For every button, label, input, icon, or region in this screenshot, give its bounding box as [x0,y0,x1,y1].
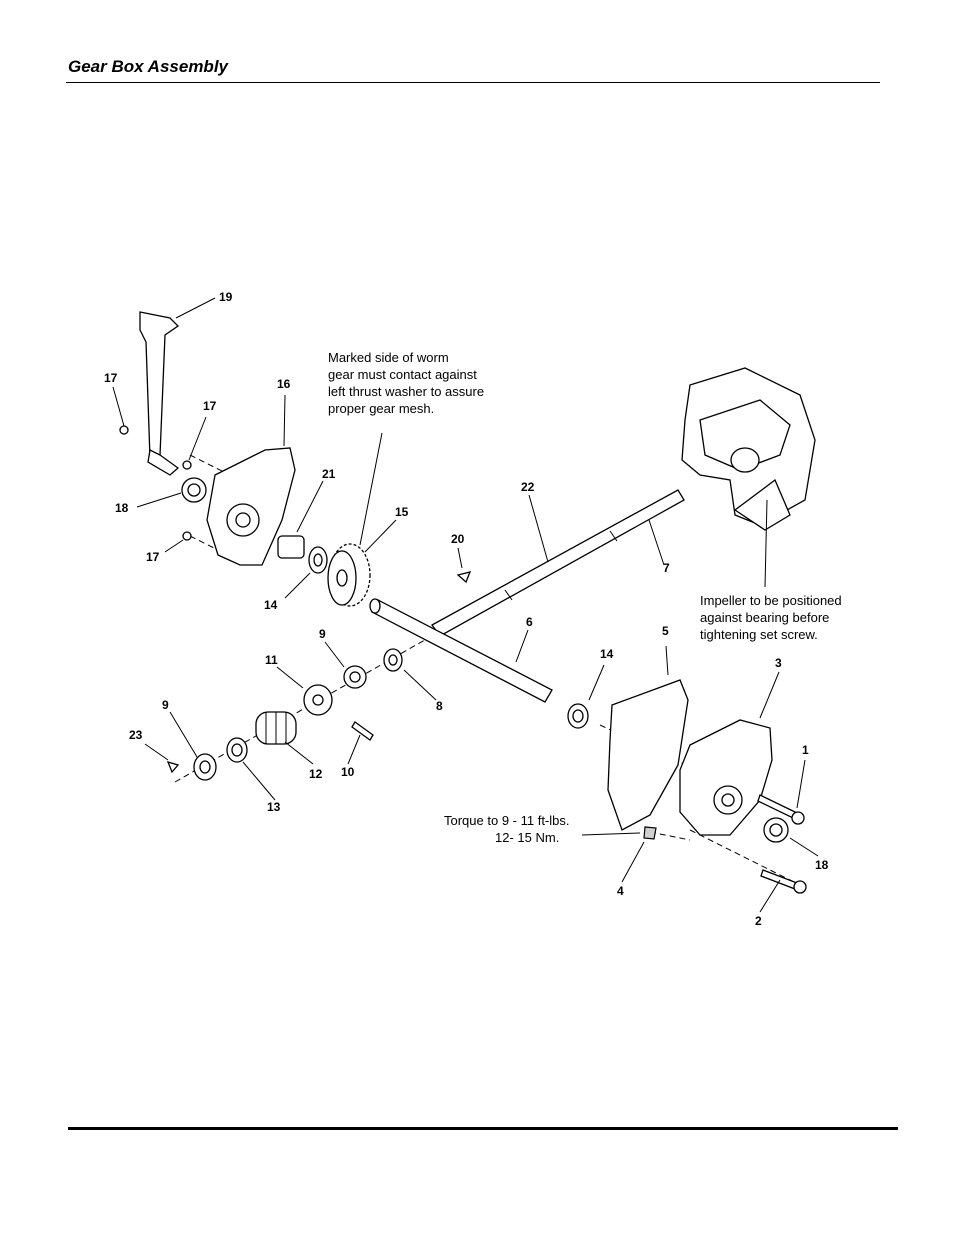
svg-text:gear must contact against: gear must contact against [328,367,477,382]
svg-text:Impeller to be positioned: Impeller to be positioned [700,593,842,608]
callout-12: 12 [309,767,323,781]
nut-icon [182,531,192,541]
bearing-left [181,477,207,503]
worm-gear [327,543,371,607]
note-torque: Torque to 9 - 11 ft-lbs. 12- 15 Nm. [444,813,570,845]
thrust-washer-right [567,703,589,729]
shift-bracket [139,311,180,476]
callout-14: 14 [600,647,614,661]
callout-7: 7 [663,561,670,575]
callout-21: 21 [322,467,336,481]
woodruff-key [166,760,180,774]
callout-23: 23 [129,728,143,742]
callout-17: 17 [146,550,160,564]
impeller-shaft [431,489,685,637]
callout-9: 9 [162,698,169,712]
callout-3: 3 [775,656,782,670]
callout-18: 18 [815,858,829,872]
callout-17: 17 [203,399,217,413]
callouts: 19 17 16 17 21 22 18 15 20 17 7 14 6 5 9… [104,290,829,928]
footer-divider [68,1127,898,1130]
callout-17: 17 [104,371,118,385]
bolt-head-lower [793,880,807,894]
svg-text:proper gear mesh.: proper gear mesh. [328,401,434,416]
svg-text:left thrust washer to assure: left thrust washer to assure [328,384,484,399]
nut-icon [119,425,129,435]
nut-icon [182,460,192,470]
gearbox-half-left [206,447,296,566]
svg-text:tightening set screw.: tightening set screw. [700,627,818,642]
note-impeller: Impeller to be positioned against bearin… [700,593,842,642]
page-title: Gear Box Assembly [68,57,228,76]
callout-4: 4 [617,884,624,898]
gearbox-half-right [679,719,773,836]
svg-text:against bearing before: against bearing before [700,610,829,625]
callout-2: 2 [755,914,762,928]
callout-13: 13 [267,800,281,814]
vent-plug [643,826,657,840]
callout-15: 15 [395,505,409,519]
callout-14: 14 [264,598,278,612]
callout-9: 9 [319,627,326,641]
pin [351,721,374,741]
svg-text:12- 15 Nm.: 12- 15 Nm. [495,830,559,845]
bolt-upper [757,794,796,819]
callout-11: 11 [265,653,278,667]
callout-10: 10 [341,765,355,779]
worm [255,711,297,745]
svg-text:Marked side of worm: Marked side of worm [328,350,449,365]
callout-6: 6 [526,615,533,629]
key [456,571,472,584]
callout-20: 20 [451,532,465,546]
callout-22: 22 [521,480,535,494]
bolt-lower [760,869,798,890]
thrust-collar-left [193,753,217,781]
callout-1: 1 [802,743,809,757]
svg-text:Torque to 9 - 11 ft-lbs.: Torque to 9 - 11 ft-lbs. [444,813,570,828]
leader-lines [112,297,819,913]
spacer-ring-inner [231,743,243,757]
callout-16: 16 [277,377,291,391]
gasket [607,679,689,831]
auger-shaft [369,598,553,703]
impeller [681,367,816,531]
thrust-collar-right [343,665,367,689]
callout-5: 5 [662,624,669,638]
thrust-washer-mid [383,648,403,672]
bearing-right [763,817,789,843]
bolt-head-upper [791,811,805,825]
title-divider [66,82,880,83]
bushing [277,535,305,559]
callout-19: 19 [219,290,233,304]
callout-8: 8 [436,699,443,713]
thrust-washer-left [308,546,328,574]
spacer [303,684,333,716]
note-worm-gear: Marked side of worm gear must contact ag… [328,350,484,416]
callout-18: 18 [115,501,129,515]
